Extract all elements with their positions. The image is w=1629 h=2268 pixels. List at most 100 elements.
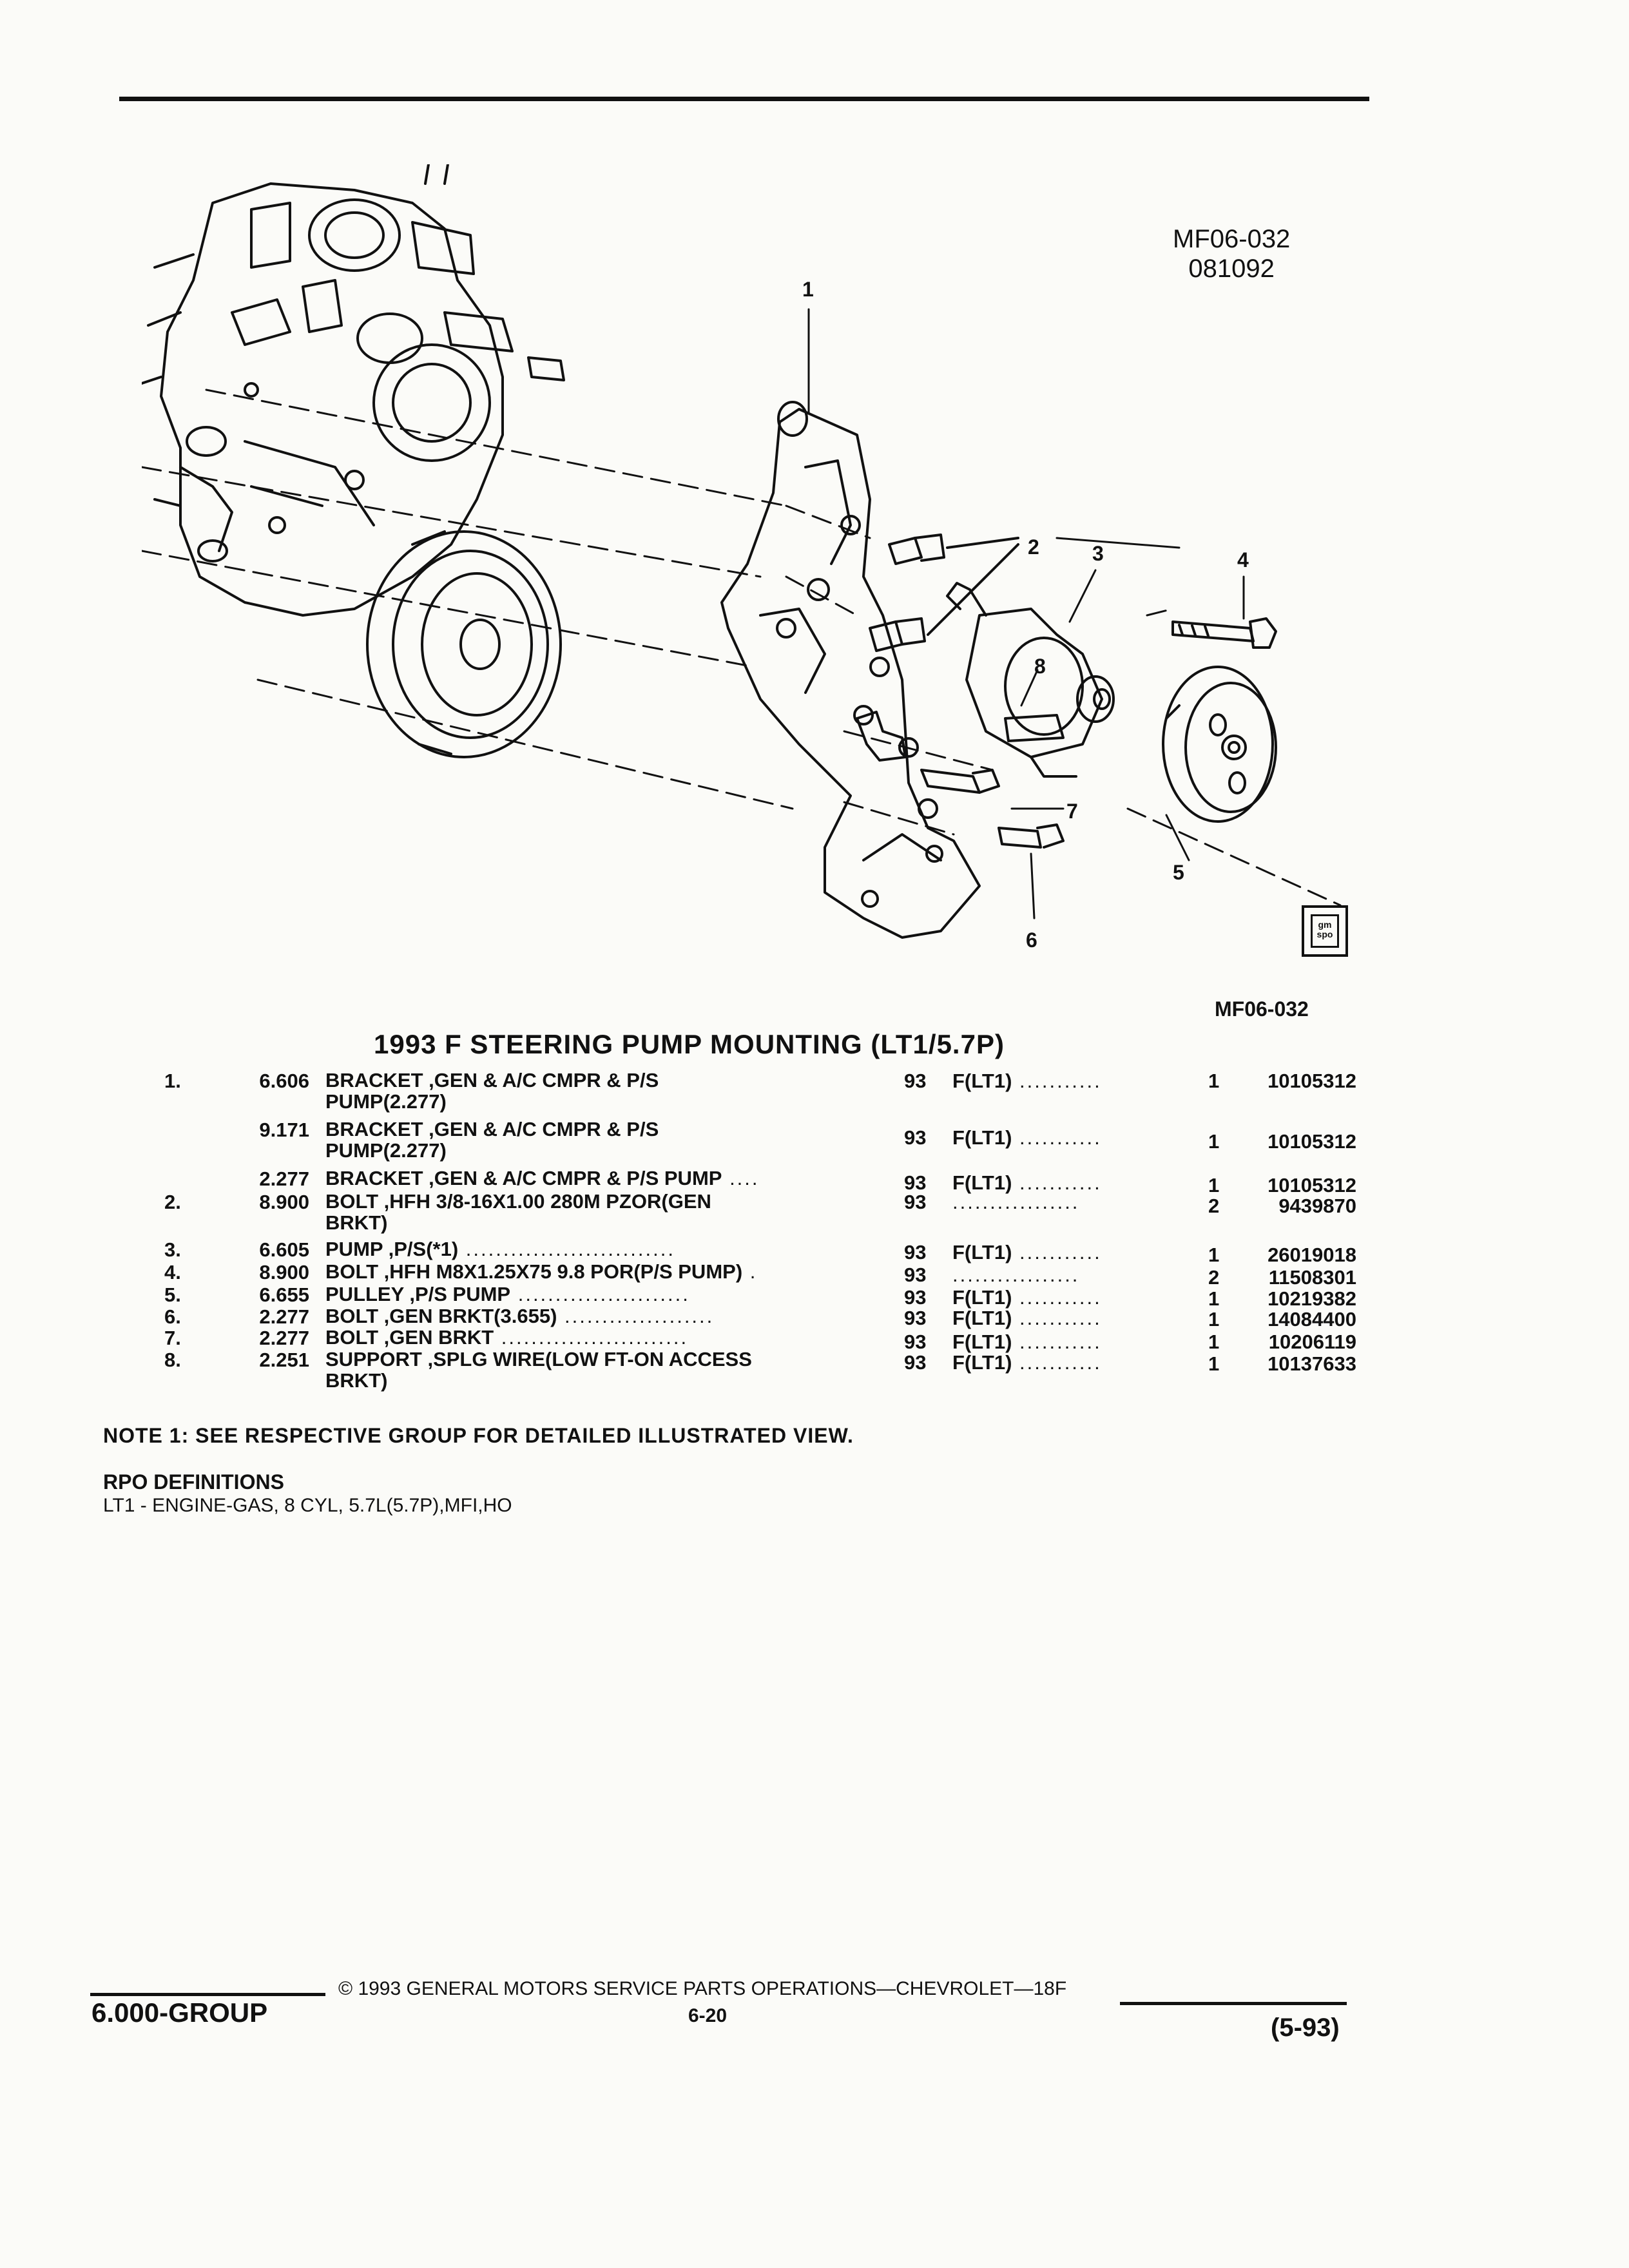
item-number: 4. <box>164 1261 181 1283</box>
part-number: 10137633 <box>1268 1352 1356 1375</box>
callout-4: 4 <box>1237 548 1249 572</box>
model-year: 93 <box>904 1331 927 1353</box>
mounting-bracket-drawing <box>720 401 981 939</box>
callout-2: 2 <box>1028 535 1039 559</box>
item-number: 2. <box>164 1191 181 1213</box>
power-steering-pump-drawing <box>946 582 1115 778</box>
part-number: 10105312 <box>1268 1070 1356 1092</box>
part-number: 10105312 <box>1268 1174 1356 1196</box>
part-description: BRACKET ,GEN & A/C CMPR & P/S <box>325 1069 659 1091</box>
item-number: 6. <box>164 1305 181 1328</box>
part-number: 10105312 <box>1268 1130 1356 1153</box>
footer-rule-left <box>90 1993 325 1996</box>
group-number: 6.605 <box>259 1238 309 1261</box>
callout-leaders <box>807 308 1245 919</box>
quantity: 1 <box>1208 1070 1220 1092</box>
part-number: 9439870 <box>1278 1195 1356 1217</box>
item-number: 1. <box>164 1070 181 1092</box>
quantity: 1 <box>1208 1331 1220 1353</box>
quantity: 1 <box>1208 1174 1220 1196</box>
callout-3: 3 <box>1092 542 1104 565</box>
model-year: 93 <box>904 1351 927 1374</box>
copyright-line: © 1993 GENERAL MOTORS SERVICE PARTS OPER… <box>338 1978 1067 1999</box>
model-code: F(LT1) <box>952 1070 1012 1092</box>
gm-spo-logo-icon: gm spo <box>1302 905 1348 957</box>
callout-7: 7 <box>1066 800 1078 823</box>
group-label: 6.000-GROUP <box>92 1997 268 2028</box>
bracket-bolts-drawing <box>869 533 1019 652</box>
wire-support-clip-drawing <box>856 711 907 762</box>
gen-bracket-bolts-drawing <box>920 769 1065 849</box>
group-number: 6.655 <box>259 1283 309 1306</box>
model-year: 93 <box>904 1126 927 1149</box>
quantity: 1 <box>1208 1130 1220 1153</box>
rpo-definition: LT1 - ENGINE-GAS, 8 CYL, 5.7L(5.7P),MFI,… <box>103 1495 512 1516</box>
callout-5: 5 <box>1173 861 1184 884</box>
part-description-cont: BRKT) <box>325 1211 388 1234</box>
figure-id-caption: MF06-032 <box>1215 997 1309 1021</box>
quantity: 2 <box>1208 1195 1220 1217</box>
callout-6: 6 <box>1026 928 1037 952</box>
group-number: 2.277 <box>259 1168 309 1190</box>
part-number: 10219382 <box>1268 1287 1356 1310</box>
quantity: 2 <box>1208 1266 1220 1289</box>
model-code: F(LT1) <box>952 1171 1012 1194</box>
group-number: 8.900 <box>259 1191 309 1213</box>
model-code: F(LT1) <box>952 1331 1012 1353</box>
part-number: 11508301 <box>1268 1266 1356 1289</box>
alignment-lines <box>142 389 1342 907</box>
page-number: 6-20 <box>688 2005 728 2026</box>
part-description: BOLT ,GEN BRKT(3.655) <box>325 1305 557 1327</box>
part-description: SUPPORT ,SPLG WIRE(LOW FT-ON ACCESS <box>325 1348 752 1370</box>
part-description: BOLT ,HFH 3/8-16X1.00 280M PZOR(GEN <box>325 1190 711 1213</box>
model-year: 93 <box>904 1286 927 1309</box>
callout-1: 1 <box>802 278 814 301</box>
quantity: 1 <box>1208 1287 1220 1310</box>
quantity: 1 <box>1208 1244 1220 1266</box>
item-number: 5. <box>164 1283 181 1306</box>
pump-bolt-drawing <box>1171 617 1277 649</box>
part-description: BRACKET ,GEN & A/C CMPR & P/S <box>325 1118 659 1140</box>
part-description: PUMP ,P/S(*1) <box>325 1238 459 1260</box>
page-title: 1993 F STEERING PUMP MOUNTING (LT1/5.7P) <box>374 1029 1005 1059</box>
engine-block-drawing <box>142 164 565 617</box>
model-code: F(LT1) <box>952 1307 1012 1329</box>
part-description-cont: PUMP(2.277) <box>325 1090 447 1113</box>
figure-date-code: 081092 <box>1188 255 1275 283</box>
part-number: 14084400 <box>1268 1308 1356 1331</box>
figure-id: MF06-032 <box>1173 225 1291 253</box>
logo-text: gm spo <box>1311 914 1339 948</box>
model-year: 93 <box>904 1307 927 1329</box>
top-rule <box>119 97 1369 101</box>
part-number: 26019018 <box>1268 1244 1356 1266</box>
part-description: PULLEY ,P/S PUMP <box>325 1283 511 1305</box>
part-description: BOLT ,HFH M8X1.25X75 9.8 POR(P/S PUMP) <box>325 1260 743 1283</box>
model-code: F(LT1) <box>952 1241 1012 1264</box>
model-year: 93 <box>904 1191 927 1213</box>
model-code: F(LT1) <box>952 1351 1012 1374</box>
item-number: 7. <box>164 1327 181 1349</box>
part-description: BRACKET ,GEN & A/C CMPR & P/S PUMP <box>325 1167 722 1189</box>
callout-8: 8 <box>1034 655 1046 678</box>
group-number: 9.171 <box>259 1119 309 1141</box>
item-number: 3. <box>164 1238 181 1261</box>
rpo-heading: RPO DEFINITIONS <box>103 1470 284 1494</box>
quantity: 1 <box>1208 1352 1220 1375</box>
group-number: 6.606 <box>259 1070 309 1092</box>
model-code: F(LT1) <box>952 1126 1012 1149</box>
item-number: 8. <box>164 1349 181 1371</box>
part-description-cont: PUMP(2.277) <box>325 1139 447 1162</box>
revision-date: (5-93) <box>1271 2013 1340 2042</box>
model-year: 93 <box>904 1070 927 1092</box>
model-year: 93 <box>904 1264 927 1286</box>
part-number: 10206119 <box>1268 1331 1356 1353</box>
footnote: NOTE 1: SEE RESPECTIVE GROUP FOR DETAILE… <box>103 1424 854 1447</box>
group-number: 2.277 <box>259 1327 309 1349</box>
crankshaft-pulley-drawing <box>366 530 562 758</box>
group-number: 2.277 <box>259 1305 309 1328</box>
figure-id-block: MF06-032 081092 <box>1173 224 1290 284</box>
pump-pulley-drawing <box>1162 666 1277 823</box>
group-number: 8.900 <box>259 1261 309 1283</box>
part-description-cont: BRKT) <box>325 1369 388 1392</box>
steering-pump-exploded-diagram: 1 2 3 4 5 6 7 8 <box>142 164 1342 952</box>
